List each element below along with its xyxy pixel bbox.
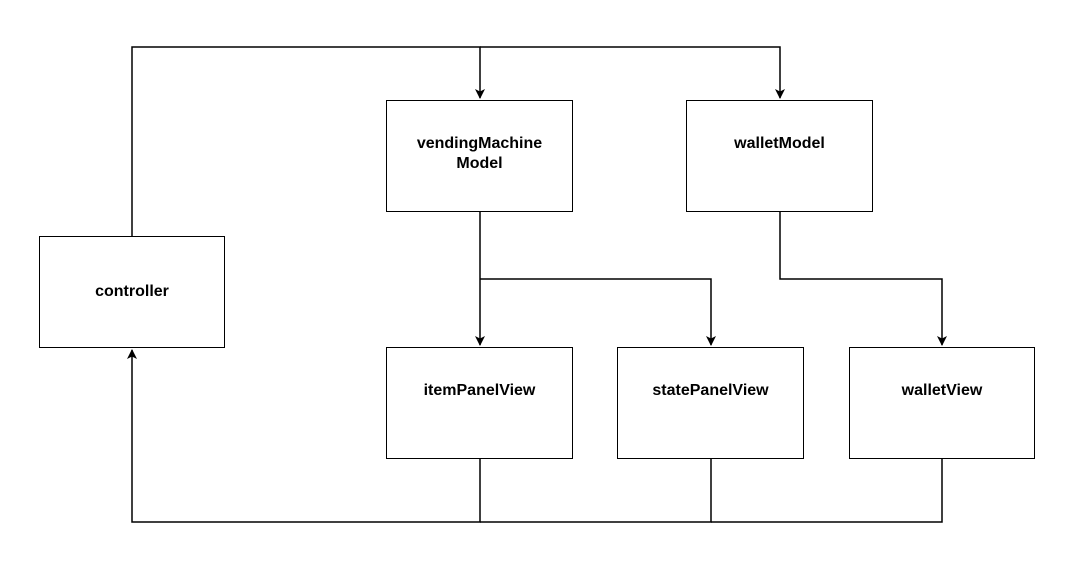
edge-vending-machine-model-to-state-panel-view bbox=[480, 278, 716, 346]
state-panel-view-label: statePanelView bbox=[652, 382, 769, 399]
edge-wallet-view-to-controller bbox=[711, 459, 943, 523]
vending-machine-model-label: vendingMachine Model bbox=[417, 134, 542, 174]
vending-machine-model-label-line2: Model bbox=[456, 155, 503, 172]
vending-machine-model-label-line1: vendingMachine bbox=[416, 135, 543, 152]
wallet-model-label: walletModel bbox=[734, 135, 825, 152]
vending-machine-model-node[interactable]: vendingMachine Model bbox=[386, 100, 573, 212]
edge-state-panel-view-to-controller bbox=[480, 459, 712, 523]
edge-controller-to-wallet-model bbox=[480, 46, 785, 99]
wallet-view-node[interactable]: walletView bbox=[849, 347, 1035, 459]
item-panel-view-label: itemPanelView bbox=[423, 382, 536, 399]
wallet-view-label: walletView bbox=[901, 382, 983, 399]
edge-controller-to-vending-machine-model bbox=[131, 46, 485, 236]
edge-wallet-model-to-wallet-view bbox=[779, 212, 947, 346]
controller-node[interactable]: controller bbox=[39, 236, 225, 348]
edge-item-panel-view-to-controller bbox=[127, 349, 481, 523]
state-panel-view-node[interactable]: statePanelView bbox=[617, 347, 804, 459]
controller-label: controller bbox=[95, 283, 169, 300]
wallet-model-node[interactable]: walletModel bbox=[686, 100, 873, 212]
item-panel-view-node[interactable]: itemPanelView bbox=[386, 347, 573, 459]
